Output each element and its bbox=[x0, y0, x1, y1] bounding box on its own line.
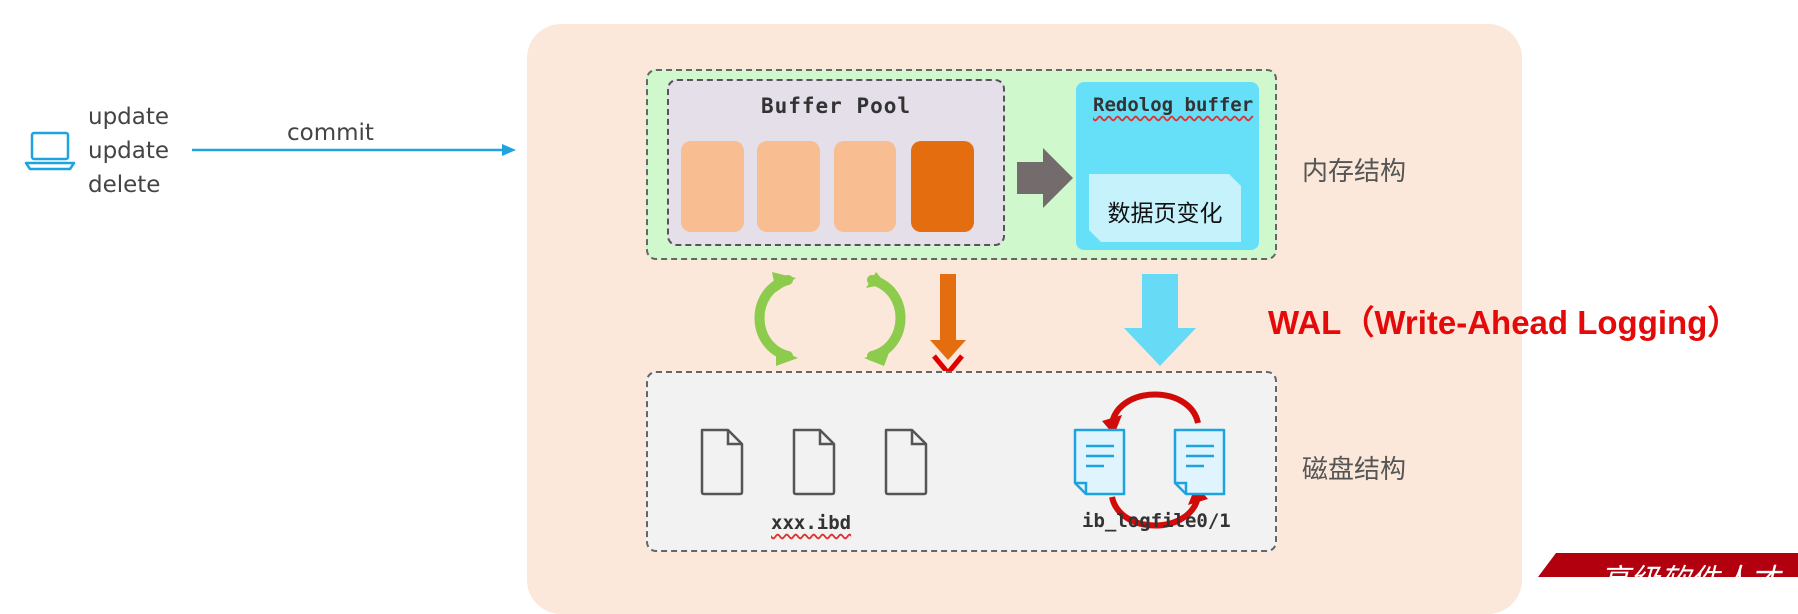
data-change-label: 数据页变化 bbox=[1107, 201, 1223, 227]
log-file-label: ib_logfile0/1 bbox=[1082, 510, 1231, 532]
laptop-icon bbox=[24, 131, 76, 171]
buffer-pool-title: Buffer Pool bbox=[760, 94, 912, 118]
banner-text: 高级软件人才 bbox=[1600, 555, 1780, 577]
log-file-icon bbox=[1073, 428, 1126, 496]
data-file-label: xxx.ibd bbox=[771, 512, 852, 534]
file-icon bbox=[700, 428, 744, 496]
memory-structure-label: 内存结构 bbox=[1302, 157, 1407, 187]
dirty-data-page bbox=[911, 141, 974, 232]
commit-arrow bbox=[192, 144, 516, 156]
data-page bbox=[834, 141, 896, 232]
data-change-box bbox=[1089, 174, 1241, 242]
flush-load-cycle-icon bbox=[754, 272, 906, 366]
statement-line: update bbox=[88, 104, 170, 130]
statement-line: delete bbox=[88, 172, 161, 198]
file-icon bbox=[792, 428, 836, 496]
file-icon bbox=[884, 428, 928, 496]
client-statements: update update delete bbox=[88, 100, 169, 202]
orange-down-arrow bbox=[930, 274, 966, 360]
disk-structure-label: 磁盘结构 bbox=[1302, 455, 1407, 485]
blue-down-arrow bbox=[1124, 274, 1196, 366]
commit-label: commit bbox=[287, 120, 374, 146]
banner-shape bbox=[1538, 553, 1798, 577]
redolog-buffer-title: Redolog buffer bbox=[1093, 94, 1254, 116]
data-page bbox=[681, 141, 744, 232]
banner-text-clip: 高级软件人才 bbox=[1560, 553, 1798, 577]
log-cycle-icon bbox=[1102, 391, 1208, 529]
data-page bbox=[757, 141, 820, 232]
gray-right-arrow bbox=[1017, 148, 1073, 208]
wal-title: WAL（Write-Ahead Logging） bbox=[1268, 304, 1741, 341]
statement-line: update bbox=[88, 138, 170, 164]
log-file-icon bbox=[1173, 428, 1226, 496]
